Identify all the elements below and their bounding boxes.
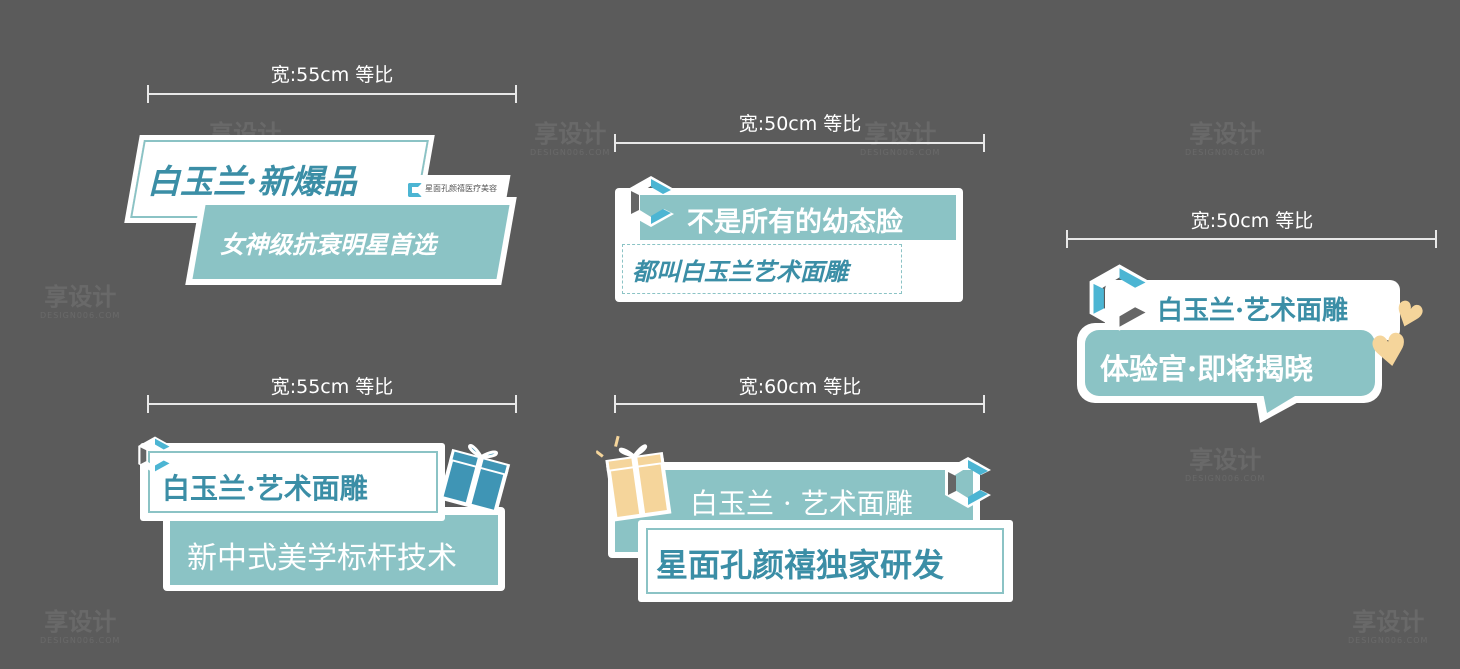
sign-title: 白玉兰·艺术面雕 <box>162 472 368 505</box>
watermark-text: 享设计 <box>44 608 117 636</box>
watermark-sub: DESIGN006.COM <box>1348 636 1429 645</box>
watermark-text: 享设计 <box>534 120 607 148</box>
dimension-label: 宽:55cm 等比 <box>270 64 394 86</box>
dimension-line <box>147 85 517 103</box>
brand-logo-text: 星面孔颜禧医疗美容 <box>425 184 497 193</box>
dimension-line <box>147 395 517 413</box>
brand-hexagon-icon <box>628 176 674 227</box>
watermark-text: 享设计 <box>1189 446 1262 474</box>
watermark-sub: DESIGN006.COM <box>1185 474 1266 483</box>
dimension-label: 宽:50cm 等比 <box>1190 210 1314 232</box>
watermark-sub: DESIGN006.COM <box>530 148 611 157</box>
brand-logo-icon <box>408 183 422 197</box>
sign-2: 不是所有的幼态脸 都叫白玉兰艺术面雕 <box>612 172 967 304</box>
sign-subtitle: 女神级抗衰明星首选 <box>220 230 436 259</box>
brand-hexagon-icon <box>1089 264 1150 331</box>
sign-subtitle: 星面孔颜禧独家研发 <box>656 546 945 584</box>
sign-subtitle: 都叫白玉兰艺术面雕 <box>632 257 848 286</box>
sign-title: 不是所有的幼态脸 <box>687 207 903 238</box>
sign-title: 白玉兰 · 艺术面雕 <box>690 487 913 520</box>
dimension-label: 宽:50cm 等比 <box>738 113 862 135</box>
sign-title: 白玉兰·新爆品 <box>147 162 357 201</box>
brand-hexagon-icon <box>945 457 991 508</box>
gift-icon <box>595 435 672 522</box>
sign-5: 白玉兰 · 艺术面雕 星面孔颜禧独家研发 <box>595 430 1018 605</box>
dimension-line <box>1066 230 1437 248</box>
brand-hexagon-icon <box>138 436 172 474</box>
watermark-sub: DESIGN006.COM <box>1185 148 1266 157</box>
sign-subtitle: 新中式美学标杆技术 <box>187 541 457 576</box>
dimension-line <box>614 395 985 413</box>
dimension-line <box>614 134 985 152</box>
watermark-sub: DESIGN006.COM <box>860 148 941 157</box>
sign-4: 白玉兰·艺术面雕 新中式美学标杆技术 <box>135 435 520 595</box>
sign-subtitle: 体验官·即将揭晓 <box>1100 352 1314 386</box>
watermark-sub: DESIGN006.COM <box>40 636 121 645</box>
dimension-label: 宽:60cm 等比 <box>738 376 862 398</box>
watermark-sub: DESIGN006.COM <box>40 311 121 320</box>
gift-icon <box>438 444 511 515</box>
dimension-label: 宽:55cm 等比 <box>270 376 394 398</box>
sign-1: 白玉兰·新爆品 女神级抗衰明星首选 星面孔颜禧医疗美容 <box>124 135 517 285</box>
speech-tail <box>1255 393 1315 423</box>
sign-3: 白玉兰·艺术面雕 体验官·即将揭晓 ♥ ♥ <box>1075 258 1435 428</box>
watermark-text: 享设计 <box>1352 608 1425 636</box>
watermark-text: 享设计 <box>1189 120 1262 148</box>
watermark-text: 享设计 <box>44 283 117 311</box>
sign-title: 白玉兰·艺术面雕 <box>1157 296 1349 326</box>
